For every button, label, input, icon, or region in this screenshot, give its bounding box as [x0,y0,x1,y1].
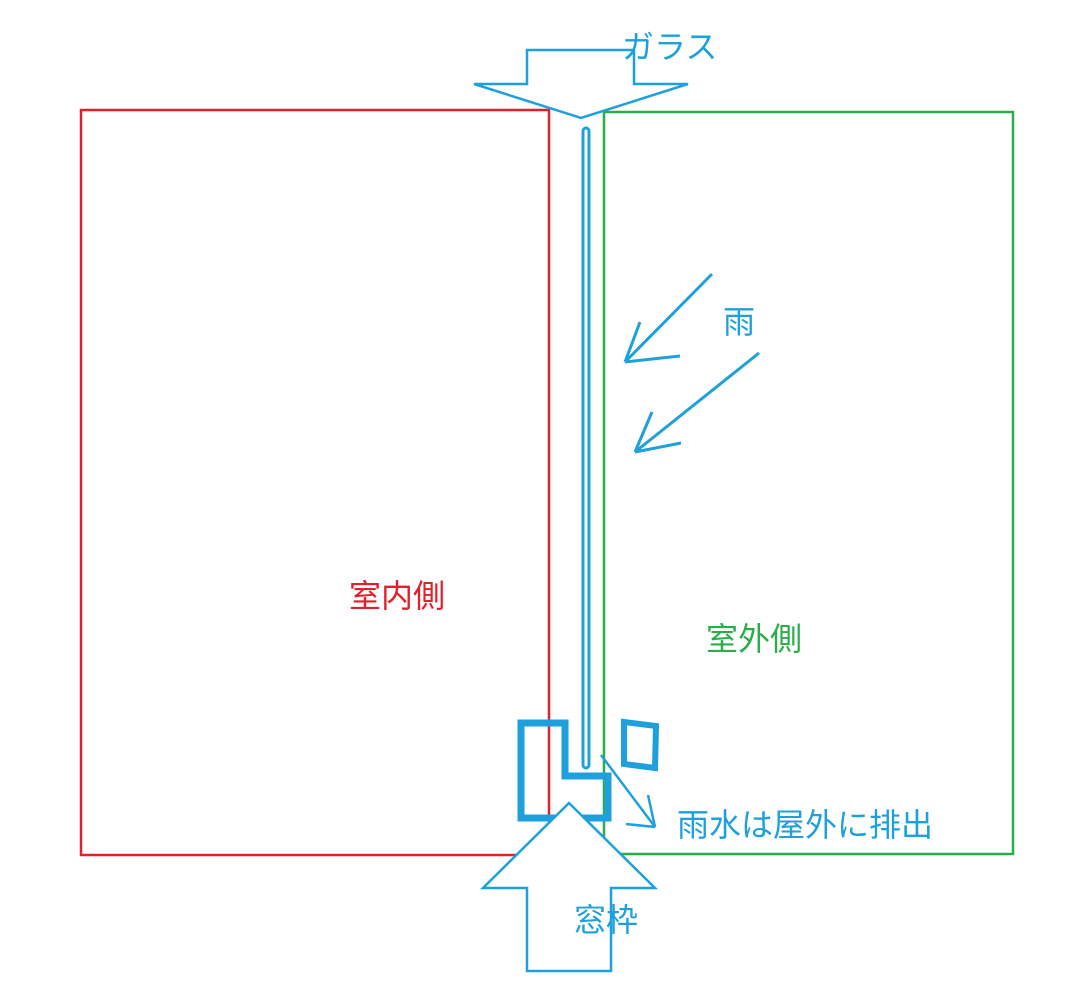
window-frame-profile [517,719,612,822]
frame-arrow [479,801,659,973]
outdoor-side-label: 室外側 [706,620,802,658]
glass-pane [581,126,591,770]
drain-label: 雨水は屋外に排出 [677,806,933,844]
drain-piece [621,718,660,772]
indoor-side-box [79,108,551,857]
rain-arrow-2 [633,351,760,454]
drain-arrow [600,754,657,829]
outdoor-side-box [602,110,1015,856]
glass-label: ガラス [622,28,717,66]
rain-label: 雨 [723,303,755,341]
rain-arrow-1 [623,272,714,364]
glass-arrow [473,48,689,120]
frame-label: 窓枠 [574,901,638,939]
indoor-side-label: 室内側 [349,577,445,615]
